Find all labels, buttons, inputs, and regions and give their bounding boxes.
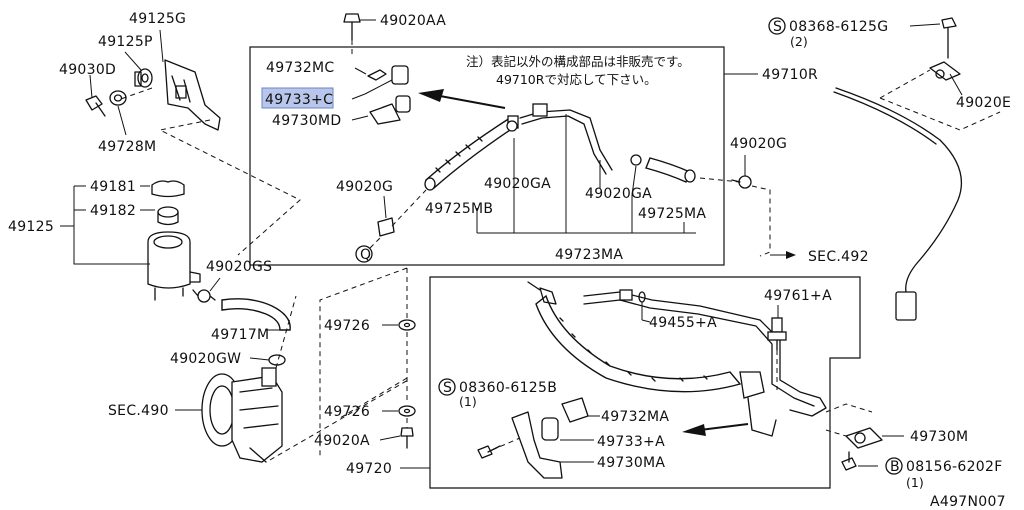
label-08368[interactable]: 08368-6125G <box>789 19 888 35</box>
label-49725mb[interactable]: 49725MB <box>425 201 493 217</box>
label-49020gs[interactable]: 49020GS <box>206 259 272 275</box>
label-08360[interactable]: 08360-6125B <box>459 380 557 396</box>
bolt-08368-drawing <box>941 17 957 59</box>
label-49455a[interactable]: 49455+A <box>649 315 717 331</box>
label-49728m[interactable]: 49728M <box>98 139 156 155</box>
label-49020aa[interactable]: 49020AA <box>380 13 446 29</box>
s-mark-circle-2 <box>438 378 456 396</box>
s-mark-circle-1 <box>768 17 786 35</box>
bolt-08360-drawing <box>477 445 501 459</box>
label-sec492[interactable]: SEC.492 <box>808 249 869 265</box>
label-49182[interactable]: 49182 <box>90 203 136 219</box>
b-mark: B <box>890 459 900 475</box>
oring-49455a-drawing <box>619 289 646 303</box>
label-49125[interactable]: 49125 <box>8 219 54 235</box>
lower-assembly-box <box>429 276 861 489</box>
label-49710r[interactable]: 49710R <box>762 67 818 83</box>
note-line-2: 49710Rで対応して下さい。 <box>496 72 657 87</box>
clamp-49733a-drawing <box>541 417 559 441</box>
bracket-49125g-drawing <box>164 59 221 131</box>
s-mark-2: S <box>443 380 452 396</box>
reservoir-cap-49181-drawing <box>151 180 185 198</box>
label-08368-qty: (2) <box>790 34 808 49</box>
clamp-49020gs-drawing <box>192 289 216 303</box>
highlight-box <box>261 87 334 109</box>
high-pressure-hose-49720-drawing <box>527 281 827 437</box>
label-49020ga-2[interactable]: 49020GA <box>585 186 652 202</box>
label-49732mc[interactable]: 49732MC <box>266 60 335 76</box>
label-49020g-right[interactable]: 49020G <box>730 136 787 152</box>
bracket-49732ma-drawing <box>561 397 589 423</box>
washer-49726-upper-drawing <box>398 319 416 331</box>
sensor-cable-drawing <box>833 87 962 321</box>
pipe-49723ma-drawing <box>507 103 613 175</box>
label-08156[interactable]: 08156-6202F <box>906 459 1003 475</box>
label-49717m[interactable]: 49717M <box>211 327 269 343</box>
note-line-1: 注）表記以外の構成部品は非販売です。 <box>466 54 690 69</box>
clamp-49730m-drawing <box>845 427 883 449</box>
label-49181[interactable]: 49181 <box>90 179 136 195</box>
label-sec490[interactable]: SEC.490 <box>108 403 169 419</box>
bolt-49030d-drawing <box>85 95 106 117</box>
label-49733c[interactable]: 49733+C <box>265 92 333 108</box>
bolt-49020a-drawing <box>400 427 414 449</box>
label-49723ma[interactable]: 49723MA <box>555 247 623 263</box>
q-mark: Q <box>360 247 371 263</box>
clamp-49020ga-drawing <box>506 120 642 166</box>
bracket-49730md-drawing <box>369 103 401 125</box>
label-49732ma[interactable]: 49732MA <box>601 409 669 425</box>
bolt-08156-drawing <box>841 451 857 471</box>
bracket-49730ma-drawing <box>511 411 563 479</box>
washer-49726-lower-drawing <box>398 405 416 417</box>
label-49730m[interactable]: 49730M <box>910 429 968 445</box>
label-49020gw[interactable]: 49020GW <box>170 351 241 367</box>
label-49726-2[interactable]: 49726 <box>324 404 370 420</box>
clamp-49733c-drawing <box>391 65 411 113</box>
hose-49717m-drawing <box>221 298 291 331</box>
label-49726-1[interactable]: 49726 <box>324 318 370 334</box>
label-49125g[interactable]: 49125G <box>129 11 186 27</box>
label-49730ma[interactable]: 49730MA <box>597 455 665 471</box>
grommet-49125p-drawing <box>134 68 153 88</box>
clamp-49020g-left-drawing <box>377 217 395 237</box>
q-mark-circle <box>355 245 373 263</box>
label-49020e[interactable]: 49020E <box>956 95 1011 111</box>
filter-49182-drawing <box>157 206 179 226</box>
label-49733a[interactable]: 49733+A <box>597 434 665 450</box>
label-49761a[interactable]: 49761+A <box>764 288 832 304</box>
s-mark-1: S <box>773 19 782 35</box>
label-49725ma[interactable]: 49725MA <box>638 206 706 222</box>
label-49730md[interactable]: 49730MD <box>272 113 342 129</box>
highlight-arrow <box>439 95 506 109</box>
pressure-switch-49761a-drawing <box>767 317 787 351</box>
label-49020ga-1[interactable]: 49020GA <box>484 176 551 192</box>
clamp-49020e-drawing <box>929 61 961 81</box>
label-49020a[interactable]: 49020A <box>314 433 370 449</box>
label-08156-qty: (1) <box>906 475 924 490</box>
bracket-49732mc-drawing <box>367 69 387 81</box>
diagram-code: A497N007 <box>930 494 1006 510</box>
label-49030d[interactable]: 49030D <box>59 62 116 78</box>
label-08360-qty: (1) <box>459 394 477 409</box>
upper-assembly-box <box>249 46 725 266</box>
label-49125p[interactable]: 49125P <box>98 34 153 50</box>
label-49020g-left[interactable]: 49020G <box>336 179 393 195</box>
power-steering-pump-drawing <box>201 367 283 463</box>
collar-49728m-drawing <box>109 90 127 106</box>
reservoir-tank-drawing <box>147 231 201 301</box>
b-mark-circle <box>885 457 903 475</box>
clamp-49020g-right-drawing <box>731 175 752 189</box>
label-49720[interactable]: 49720 <box>346 461 392 477</box>
hose-49725ma-drawing <box>645 157 696 183</box>
bolt-49020aa-drawing <box>343 13 361 41</box>
